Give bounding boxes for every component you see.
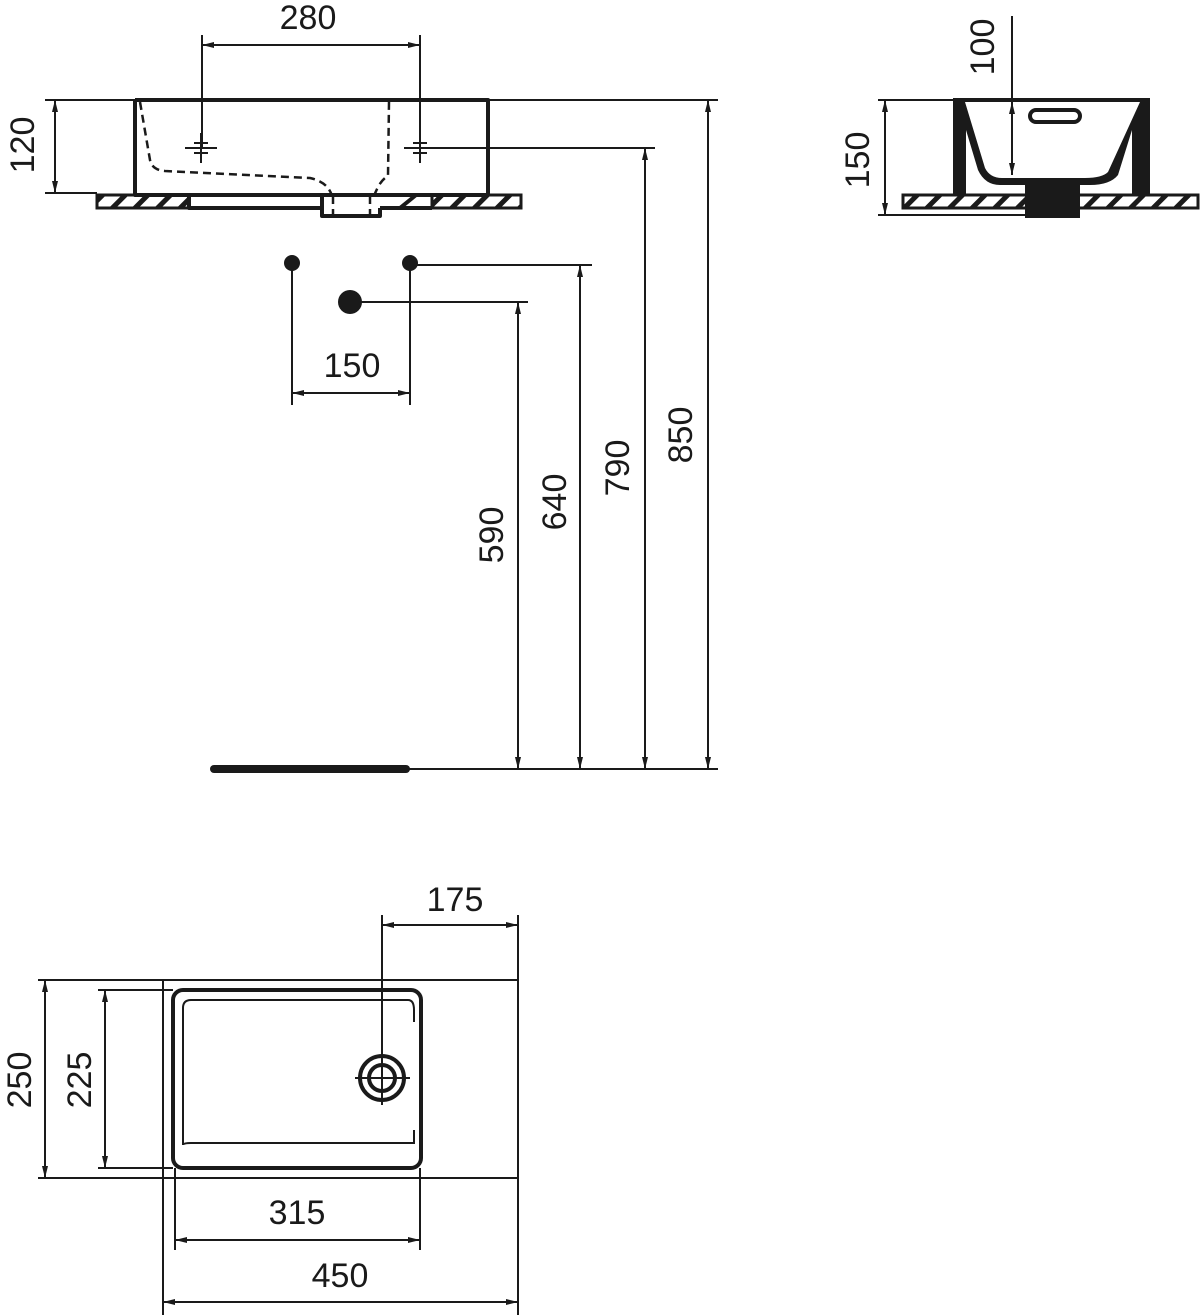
dim-280: 280 bbox=[280, 0, 337, 37]
dim-790: 790 bbox=[599, 440, 637, 497]
dim-315: 315 bbox=[269, 1194, 326, 1232]
basin-outer bbox=[162, 979, 519, 1179]
side-basin-outline bbox=[953, 98, 1150, 218]
dim-120: 120 bbox=[4, 117, 42, 174]
dim-175: 175 bbox=[427, 881, 484, 919]
overflow-slot-icon bbox=[1028, 108, 1082, 124]
dim-640: 640 bbox=[536, 474, 574, 531]
bowl-hidden-line bbox=[138, 101, 391, 216]
basin-outline bbox=[133, 98, 490, 210]
dim-450: 450 bbox=[312, 1257, 369, 1295]
bowl-outline bbox=[171, 988, 423, 1170]
dim-590: 590 bbox=[473, 507, 511, 564]
waste-outlet bbox=[320, 195, 382, 218]
top-view: 175 250 225 315 450 bbox=[1, 881, 519, 1315]
dim-100: 100 bbox=[964, 19, 1002, 76]
dim-150-side: 150 bbox=[839, 132, 877, 189]
dim-225: 225 bbox=[61, 1052, 99, 1109]
dim-150-supply: 150 bbox=[324, 347, 381, 385]
side-view: 150 100 bbox=[839, 16, 1200, 218]
dim-850: 850 bbox=[662, 407, 700, 464]
dim-250: 250 bbox=[1, 1052, 39, 1109]
front-view: 280 120 150 850 790 640 590 bbox=[4, 0, 718, 773]
